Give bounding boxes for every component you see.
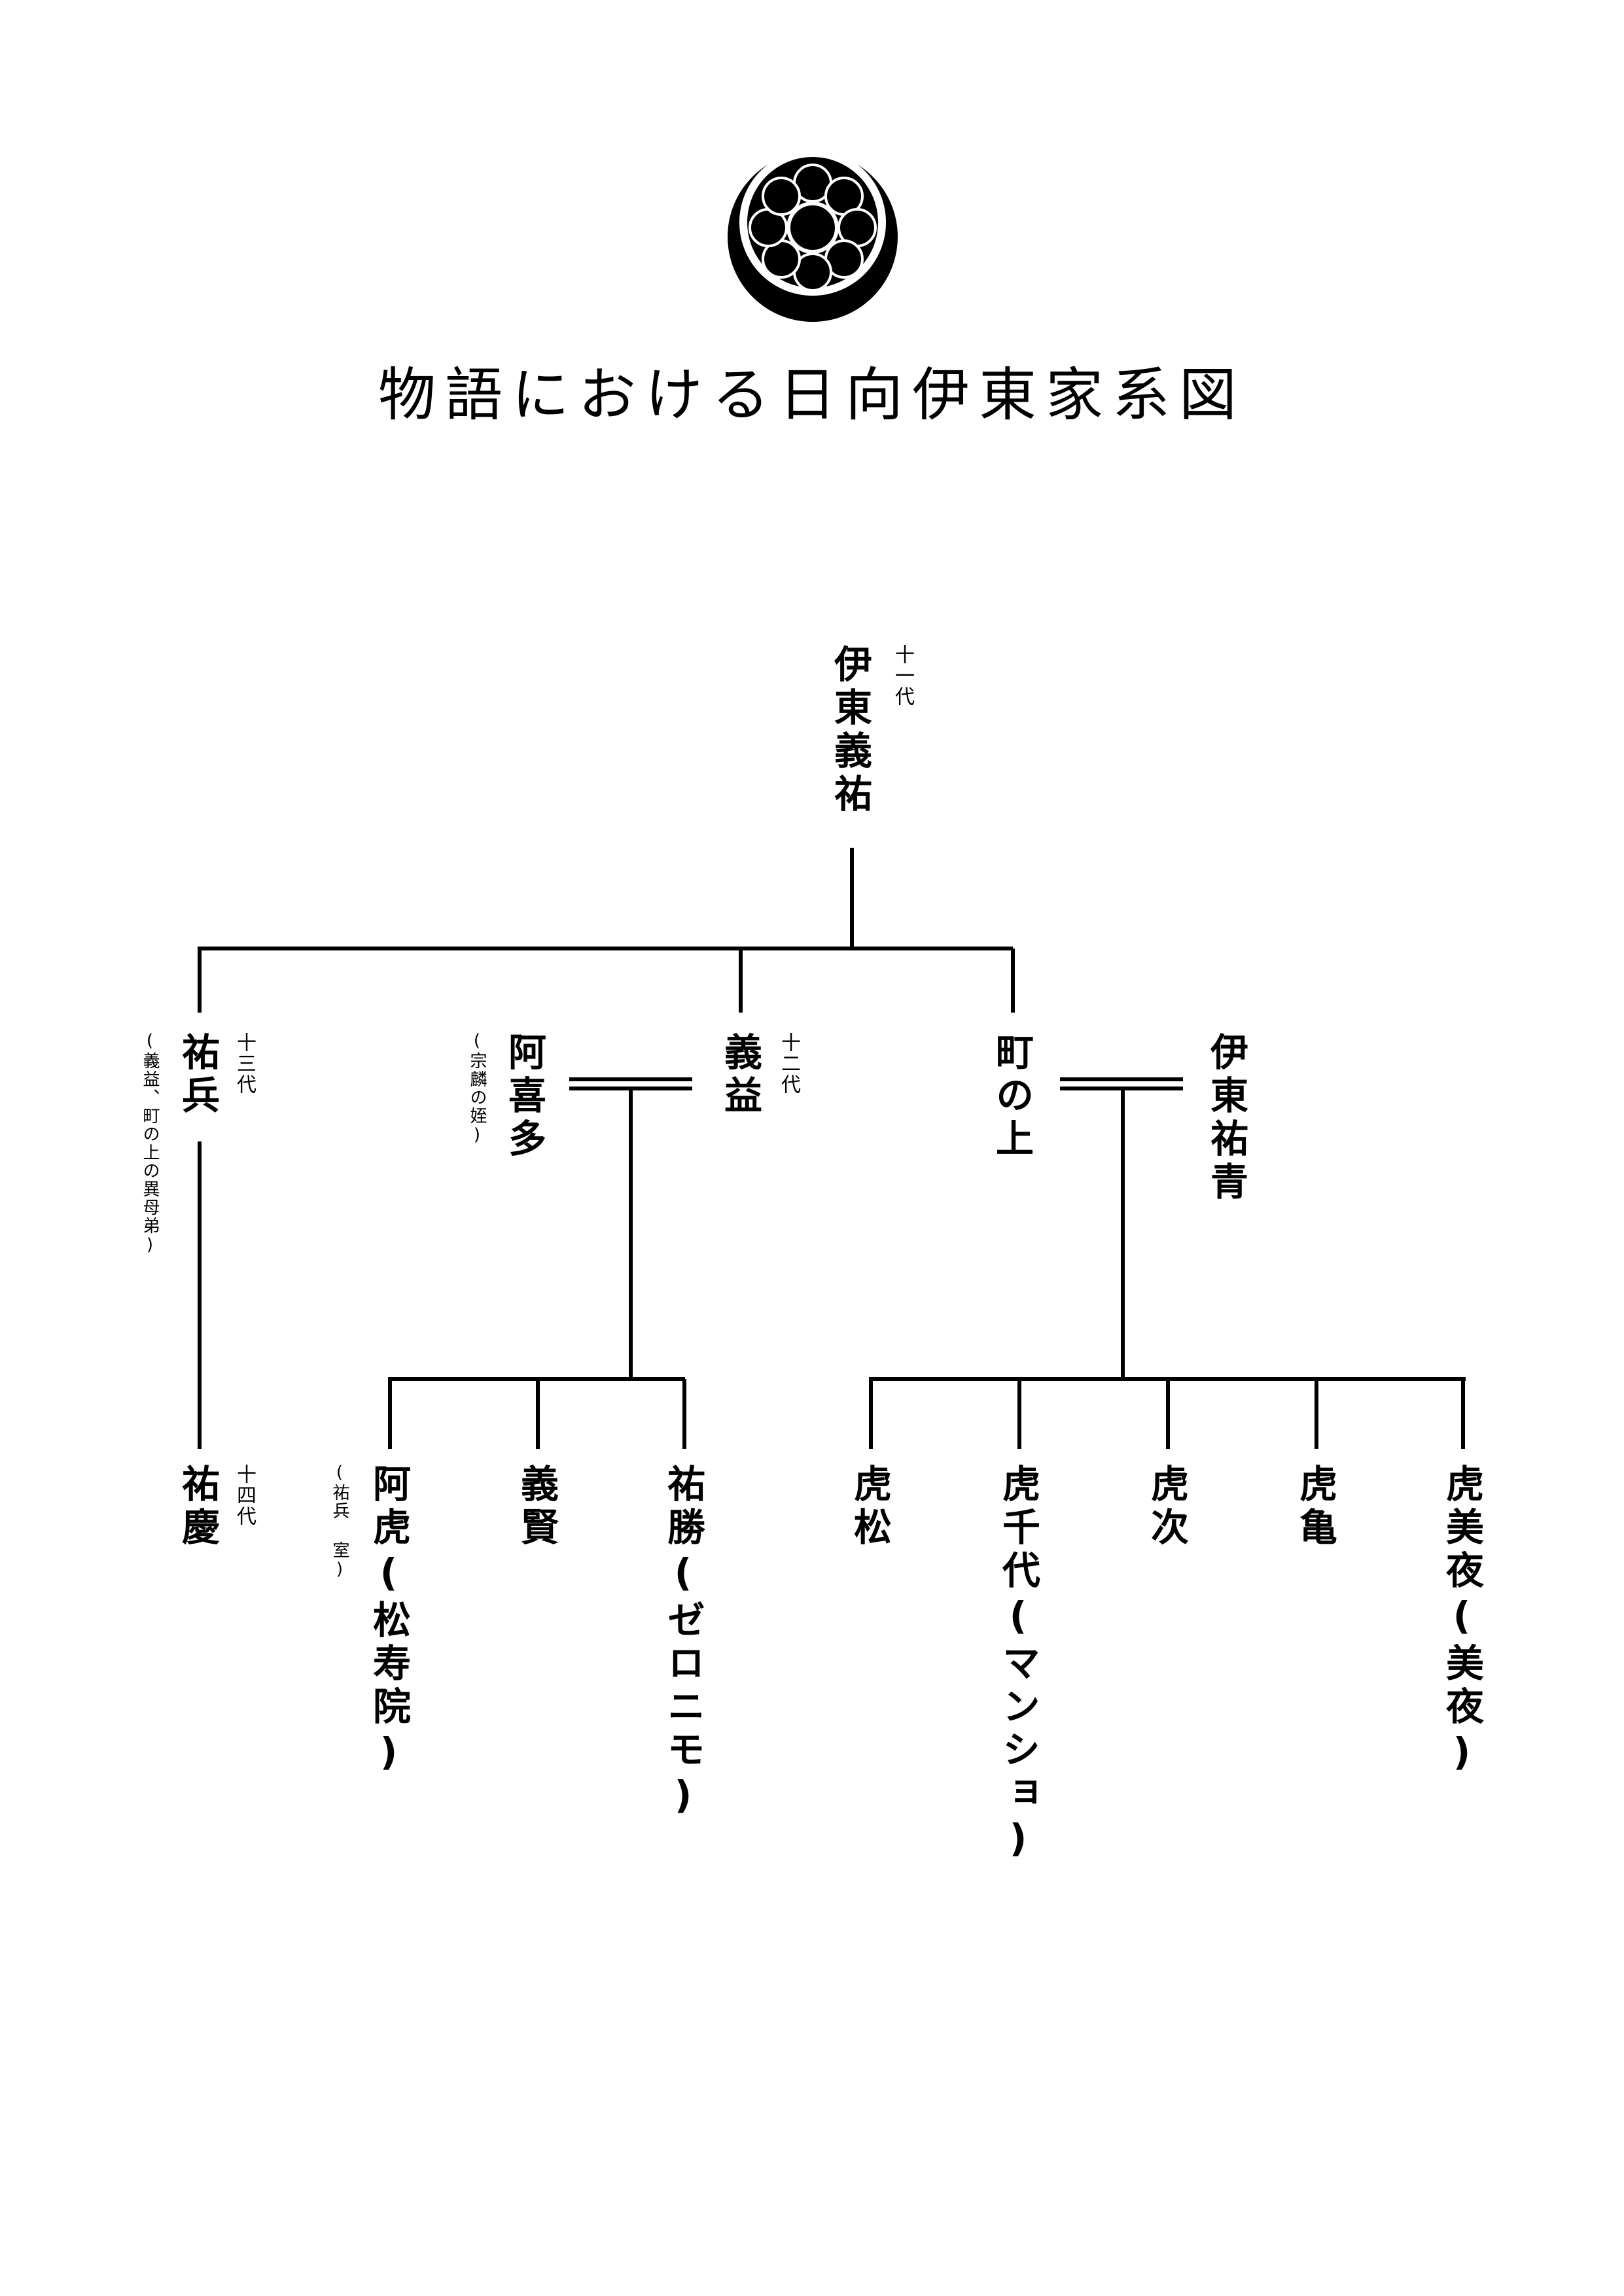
person-yoshikata: 義賢	[514, 1464, 559, 1550]
person-toramatsu: 虎松	[847, 1464, 892, 1550]
person-sukekatsu: 祐勝(ゼロニモ)	[661, 1464, 705, 1822]
person-yoshimasu: 義益	[718, 1032, 762, 1119]
note-akita: (宗麟の姪)	[467, 1031, 487, 1146]
person-atora: 阿虎(松寿院)	[366, 1464, 411, 1779]
note-suketake: (義益、町の上の異母弟)	[140, 1031, 160, 1256]
person-toraji: 虎次	[1144, 1464, 1189, 1550]
family-crest-icon	[728, 150, 898, 322]
generation-label-12: 十二代	[777, 1032, 800, 1095]
person-ito-yoshisuke: 伊東義祐	[828, 644, 872, 817]
generation-label-14: 十四代	[233, 1464, 256, 1527]
person-machi-no-ue: 町の上	[989, 1032, 1034, 1162]
person-suketake: 祐兵	[175, 1032, 220, 1119]
person-torakame: 虎亀	[1293, 1464, 1337, 1550]
person-sukenori: 祐慶	[175, 1464, 220, 1550]
page-title: 物語における日向伊東家系図	[378, 361, 1246, 428]
note-atora: (祐兵 室)	[330, 1463, 349, 1580]
generation-label-11: 十一代	[891, 644, 914, 707]
generation-label-13: 十三代	[233, 1032, 256, 1095]
person-ito-sukeharu: 伊東祐青	[1204, 1032, 1248, 1205]
person-toramiya: 虎美夜(美夜)	[1439, 1464, 1484, 1779]
person-torachiyo: 虎千代(マンショ)	[996, 1464, 1040, 1866]
person-akita: 阿喜多	[502, 1032, 546, 1162]
